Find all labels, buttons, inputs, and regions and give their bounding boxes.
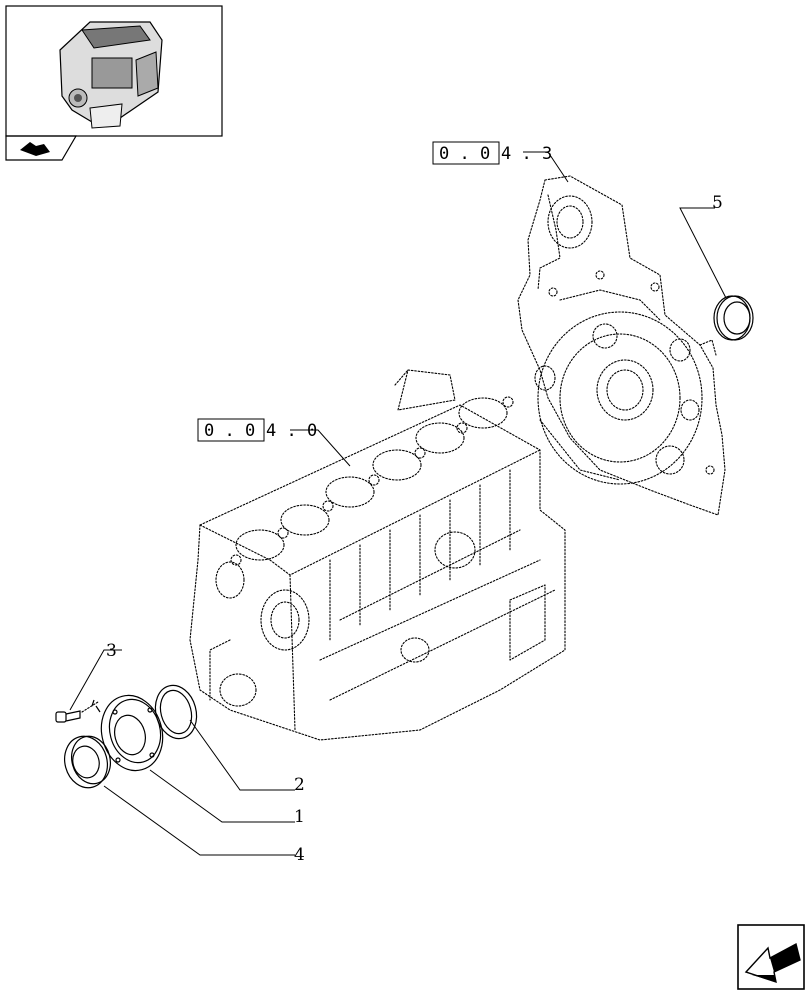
ref-engine-block-boxed: 0 . 0	[204, 421, 255, 441]
callout-3: 3	[106, 641, 117, 661]
callout-5: 5	[712, 193, 723, 213]
part-1-flange	[100, 694, 164, 772]
leader-lines	[69, 151, 727, 856]
ref-engine-block[interactable]: 0 . 0 4 . 0	[197, 418, 317, 442]
ref-timing-cover[interactable]: 0 . 0 4 . 3	[432, 141, 552, 165]
leader-4	[103, 785, 295, 856]
leader-3	[69, 649, 122, 711]
back-arrow-icon	[744, 942, 801, 984]
callout-1: 1	[294, 807, 305, 827]
callout-4: 4	[294, 845, 305, 865]
engine-block	[189, 369, 566, 741]
part-4-seal	[64, 735, 111, 789]
folder-tab[interactable]	[5, 135, 78, 161]
folder-tab-icon	[20, 142, 50, 156]
engine-thumbnail[interactable]	[5, 5, 223, 137]
callout-2: 2	[294, 775, 305, 795]
ref-timing-cover-boxed: 0 . 0	[439, 144, 490, 164]
engine-thumbnail-icon	[59, 21, 163, 129]
leader-5	[679, 207, 727, 299]
timing-cover	[517, 175, 726, 516]
leader-1	[149, 769, 295, 823]
ref-engine-block-rest: 4 . 0	[266, 421, 317, 441]
ref-timing-cover-rest: 4 . 3	[501, 144, 552, 164]
leader-ref-cover	[523, 151, 569, 183]
part-3-bolt	[55, 699, 101, 723]
part-5-seal	[713, 295, 754, 341]
leader-2	[189, 719, 295, 791]
leader-ref-block	[290, 429, 351, 467]
part-2-oring	[154, 684, 198, 740]
back-navigation-button[interactable]	[737, 924, 805, 990]
